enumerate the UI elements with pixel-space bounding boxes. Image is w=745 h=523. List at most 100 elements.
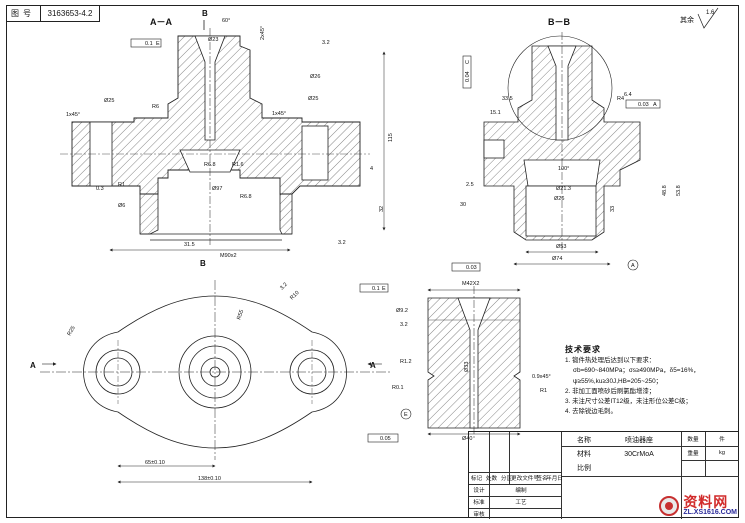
plan-dims: A A R25 R55 R10 3.2 65±0.10 138±0.10 bbox=[30, 282, 382, 484]
plan-dim-c65: 65±0.10 bbox=[145, 460, 165, 466]
aa-right-hole bbox=[301, 125, 329, 181]
roughness-note-text: 其余 bbox=[680, 15, 694, 24]
aa-dim-h115: 115 bbox=[388, 133, 394, 142]
tb-material: 30CrMoA bbox=[624, 450, 654, 458]
bb-rough-6-4: 6.4 bbox=[624, 92, 632, 98]
nozzle-runout-box bbox=[359, 283, 389, 293]
cut-a-right: A bbox=[370, 361, 376, 370]
bb-dim-h53: 53.8 bbox=[676, 185, 682, 196]
tb-row: 工艺 bbox=[515, 500, 527, 506]
bb-perp-tol-box bbox=[462, 55, 472, 89]
aa-skirt-right bbox=[279, 193, 293, 235]
tb-part-name: 喷油器座 bbox=[625, 437, 653, 444]
aa-dim-4: 4 bbox=[370, 166, 373, 172]
bb-dim-d53: Ø53 bbox=[556, 244, 566, 250]
aa-dim-top-dia: Ø23 bbox=[208, 37, 218, 43]
bb-dim-r4: R4 bbox=[617, 96, 624, 102]
cut-b-top: B bbox=[202, 9, 208, 18]
tech-req-item: σb=690~840MPa；σs≥490MPa，δ5=16%， bbox=[573, 367, 700, 375]
nozzle-r0-1: R0.1 bbox=[392, 385, 404, 391]
plan-dim-r25: R25 bbox=[67, 325, 77, 337]
aa-dim-h32: 32 bbox=[379, 206, 385, 212]
section-aa-dims: Ø23 60° 2x45° 3.2 0.1 E Ø25 R6 Ø26 Ø25 R… bbox=[66, 18, 394, 259]
tb-header: 更改文件号 bbox=[511, 476, 539, 482]
bb-pos-tol: 0.03 bbox=[638, 102, 649, 108]
nozzle-d33: Ø33 bbox=[464, 362, 470, 372]
aa-dim-r0-3: 0.3 bbox=[96, 186, 104, 192]
bb-dim-2-5: 2.5 bbox=[466, 182, 474, 188]
aa-dim-chamfer: 2x45° bbox=[260, 26, 266, 40]
plan-dim-r10: R10 bbox=[289, 290, 300, 301]
tb-row: 设计 bbox=[473, 488, 485, 494]
bb-pos-tol-box bbox=[625, 99, 661, 109]
section-aa-view: A－A B bbox=[60, 9, 370, 245]
bb-dim-15-1: 15.1 bbox=[490, 110, 501, 116]
aa-dim-r6: R6 bbox=[152, 104, 159, 110]
cut-b-bottom: B bbox=[200, 259, 206, 268]
bb-dim-angle100: 100° bbox=[558, 166, 569, 172]
aa-body-hatch bbox=[71, 35, 361, 195]
nozzle-r1: R1 bbox=[540, 388, 547, 394]
tb-weight-label: 重量 bbox=[687, 451, 699, 457]
aa-dim-d6: Ø6 bbox=[118, 203, 125, 209]
bb-flat003: 0.03 bbox=[466, 265, 477, 271]
aa-dim-r1-6: R1.6 bbox=[232, 162, 244, 168]
nozzle-d9-2: Ø9.2 bbox=[396, 308, 408, 314]
cut-a-left: A bbox=[30, 361, 36, 370]
title-block: 名称 喷油器座 材料 30CrMoA 比例 数量 件 重量 kg 标记 处数 分… bbox=[468, 431, 739, 519]
bb-body-hatch bbox=[483, 45, 641, 241]
bb-dim-d74: Ø74 bbox=[552, 256, 562, 262]
section-bb-title: B－B bbox=[548, 17, 570, 27]
nozzle-dims: M42X2 0.1 E Ø9.2 3.2 R1.2 R0.1 Ø33 Ø40 0… bbox=[359, 281, 551, 443]
tb-header: 分区 bbox=[500, 476, 513, 482]
drawing-code-label: 图号 bbox=[6, 5, 41, 21]
aa-dim-c1x45: 1x45° bbox=[66, 112, 80, 118]
section-aa-title: A－A bbox=[150, 17, 172, 27]
plan-rough-3-2: 3.2 bbox=[279, 282, 289, 292]
nozzle-datum-e: E bbox=[404, 412, 408, 418]
tb-header: 标记 bbox=[470, 476, 483, 482]
watermark-logo-icon bbox=[659, 496, 680, 516]
nozzle-runout: 0.1 bbox=[372, 286, 380, 292]
tb-part-label: 名称 bbox=[577, 437, 591, 444]
drawing-code-box: 图号 3163653-4.2 bbox=[6, 5, 100, 22]
bb-dim-30: 30 bbox=[460, 202, 466, 208]
nozzle-datum-e-circle bbox=[400, 408, 412, 420]
bb-perp-tol: 0.04 bbox=[465, 71, 471, 82]
nozzle-chamfer: 0.9x45° bbox=[532, 374, 551, 380]
aa-dim-d97: Ø97 bbox=[212, 186, 222, 192]
aa-rough-3-2b: 3.2 bbox=[338, 240, 346, 246]
aa-dim-r6-8b: R6.8 bbox=[240, 194, 252, 200]
tb-scale-label: 比例 bbox=[577, 465, 591, 472]
nozzle-view bbox=[427, 286, 521, 440]
aa-dim-r6-8: R6.8 bbox=[204, 162, 216, 168]
tech-req-item: 3. 未注尺寸公差IT12级，未注形位公差C级； bbox=[565, 398, 692, 406]
drawing-frame bbox=[6, 5, 739, 518]
aa-dim-d26: Ø26 bbox=[310, 74, 320, 80]
tb-header: 签名 bbox=[536, 476, 548, 482]
nozzle-roundness: 0.05 bbox=[380, 436, 391, 442]
plan-dim-c138: 138±0.10 bbox=[198, 476, 221, 482]
tb-row: 编制 bbox=[515, 488, 527, 494]
aa-skirt bbox=[139, 193, 159, 235]
aa-dim-d25b: Ø25 bbox=[308, 96, 318, 102]
tech-requirements-title: 技术要求 bbox=[565, 345, 601, 354]
nozzle-rough-3-2: 3.2 bbox=[400, 322, 408, 328]
aa-flat-tol: 0.1 bbox=[145, 41, 153, 47]
drawing-code-value: 3163653-4.2 bbox=[47, 8, 93, 18]
roughness-note: 其余 1.6 bbox=[680, 7, 719, 29]
aa-datum-e: E bbox=[156, 41, 160, 47]
nozzle-r1-2: R1.2 bbox=[400, 359, 412, 365]
tech-req-item: ψ≥55%,ku≥30J,HB=205~250； bbox=[573, 377, 663, 385]
aa-dim-angle-top: 60° bbox=[222, 18, 230, 24]
tech-requirements: 技术要求 1. 锻件热处理后达到以下要求： σb=690~840MPa；σs≥4… bbox=[565, 345, 730, 417]
tb-header: 年月日 bbox=[546, 476, 563, 482]
tech-req-item: 1. 锻件热处理后达到以下要求： bbox=[565, 357, 656, 365]
tb-header: 处数 bbox=[485, 476, 498, 482]
bb-inner-skirt bbox=[525, 185, 597, 237]
bb-dim-h48: 48.8 bbox=[662, 185, 668, 196]
tech-req-item: 4. 去除锐边毛刺。 bbox=[565, 408, 617, 416]
bb-flat-tol-box bbox=[451, 262, 481, 272]
bb-datum-a-label: A bbox=[631, 263, 635, 269]
